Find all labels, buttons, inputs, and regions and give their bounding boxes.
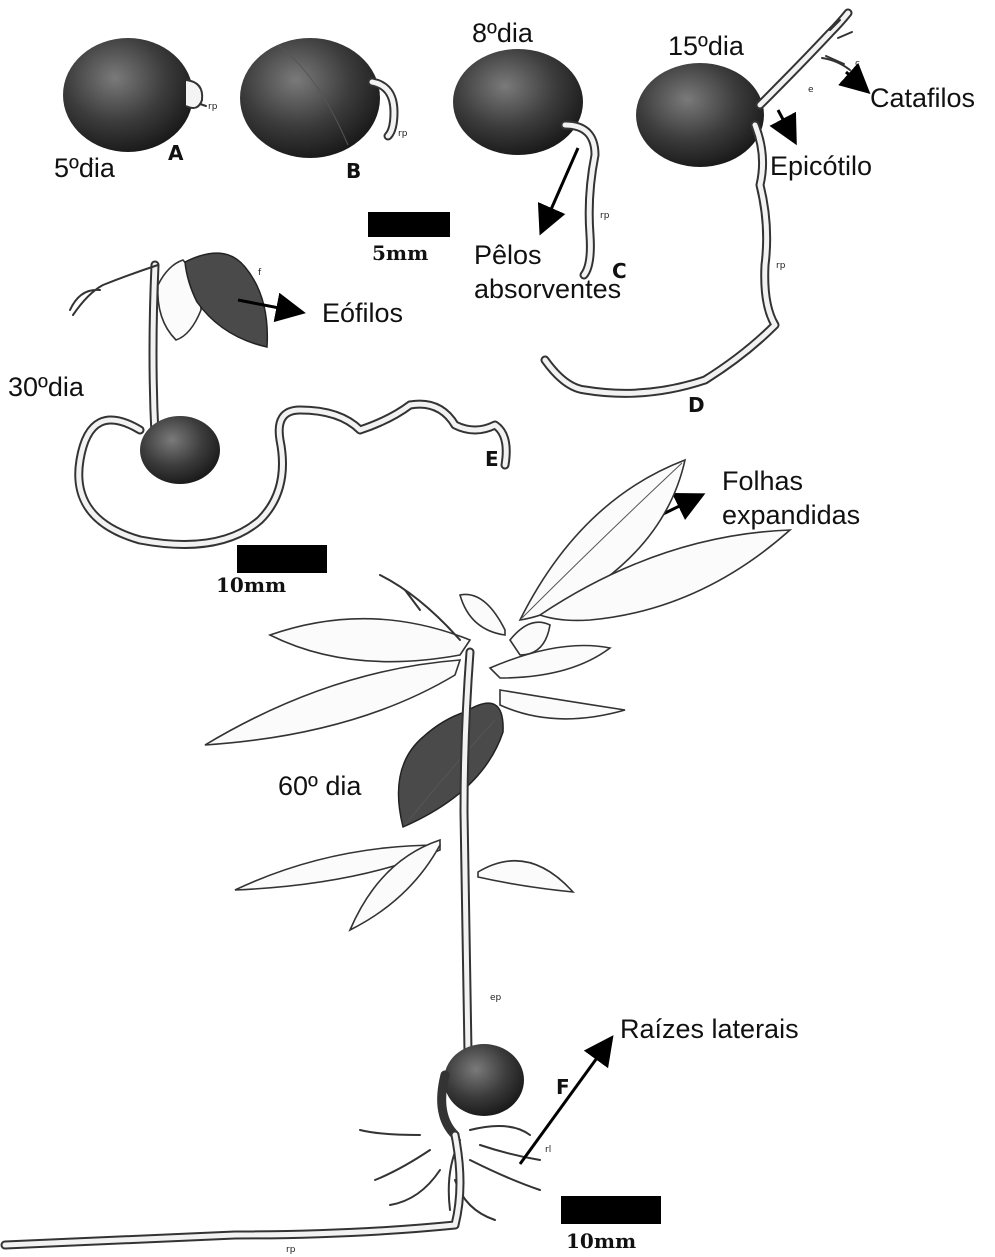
- folhas-label-1: Folhas: [722, 466, 803, 496]
- seed-c: [453, 49, 583, 155]
- leaf-upper-3: [270, 619, 470, 662]
- e-label-d: e: [808, 85, 814, 95]
- stage-e: 30ºdia f Eófilos E: [8, 253, 506, 544]
- ep-label-f: ep: [490, 993, 502, 1003]
- stage-letter-c: C: [612, 259, 627, 283]
- scale-label-10mm-mid: 10mm: [216, 573, 286, 597]
- seed-f: [444, 1044, 524, 1116]
- stage-d: 15ºdia e c rp Catafilos Epicótilo D: [545, 13, 975, 417]
- leaf-upper-4: [205, 660, 460, 745]
- stage-c: 8ºdia rp Pêlos absorventes C: [453, 18, 627, 304]
- pelos-label-2: absorventes: [474, 274, 621, 304]
- day-label-e: 30ºdia: [8, 372, 85, 402]
- epicotilo-arrow: [778, 110, 794, 140]
- stage-letter-b: B: [346, 159, 361, 183]
- stage-f: Folhas expandidas 60º dia ep rp rl: [5, 460, 860, 1255]
- rp-label-b: rp: [398, 129, 408, 139]
- f-label-e: f: [258, 268, 262, 278]
- day-label-c: 8ºdia: [472, 18, 534, 48]
- stage-letter-a: A: [168, 141, 184, 165]
- leaf-lower-3: [478, 861, 573, 892]
- raizes-arrow: [520, 1040, 610, 1164]
- folhas-label-2: expandidas: [722, 500, 860, 530]
- scale-bar-10mm-large: 10mm: [561, 1196, 661, 1253]
- raizes-label: Raízes laterais: [620, 1014, 799, 1044]
- pelos-arrow: [542, 148, 578, 230]
- seed-b: [240, 38, 380, 158]
- day-label-f: 60º dia: [278, 771, 362, 801]
- leaf-dark-f: [399, 703, 504, 827]
- leaf-dark-e: [185, 253, 267, 347]
- scale-bar-10mm-mid: 10mm: [216, 545, 327, 597]
- catafilos-arrow: [846, 72, 866, 90]
- stage-letter-e: E: [485, 447, 499, 471]
- leaf-small-1: [460, 594, 505, 635]
- catafilos-label: Catafilos: [870, 83, 975, 113]
- lateral-roots-f: [360, 1126, 540, 1220]
- root-e: [79, 404, 507, 544]
- leaf-upper-6: [500, 690, 625, 719]
- stage-a: rp t 5ºdia A: [54, 38, 218, 183]
- pelos-label-1: Pêlos: [474, 240, 542, 270]
- rp-label-f: rp: [286, 1245, 296, 1255]
- stage-letter-d: D: [688, 393, 705, 417]
- rp-label-c: rp: [600, 211, 610, 221]
- day-label-d: 15ºdia: [668, 31, 745, 61]
- scale-label-10mm-large: 10mm: [566, 1229, 636, 1253]
- stage-b: rp B: [240, 38, 408, 183]
- rp-label-a: rp: [208, 102, 218, 112]
- seed-e: [140, 416, 220, 484]
- leaf-upper-5: [490, 646, 610, 679]
- seed-d: [636, 63, 764, 167]
- scale-bar-5mm: 5mm: [368, 212, 450, 265]
- rl-label-f: rl: [545, 1145, 551, 1155]
- c-label-d: c: [855, 59, 860, 69]
- stage-letter-f: F: [556, 1075, 570, 1099]
- scale-label-5mm: 5mm: [372, 241, 428, 265]
- eofilos-label: Eófilos: [322, 298, 403, 328]
- rp-label-d: rp: [776, 261, 786, 271]
- day-label-a: 5ºdia: [54, 153, 116, 183]
- seed-a: [63, 38, 193, 152]
- epicotilo-label: Epicótilo: [770, 151, 872, 181]
